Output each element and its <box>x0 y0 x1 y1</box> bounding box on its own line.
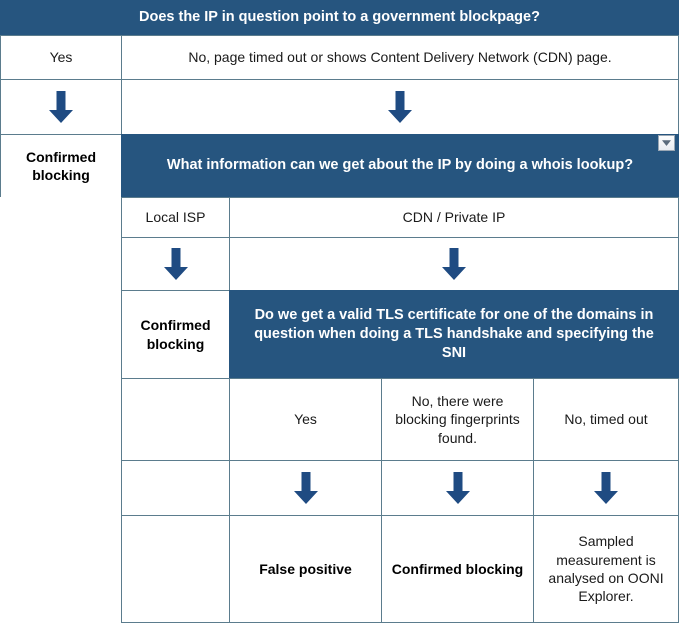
left-empty-column <box>0 197 122 623</box>
down-arrow-icon <box>163 248 188 280</box>
level1-answer-no: No, page timed out or shows Content Deli… <box>121 35 679 80</box>
arrow-cell-level3-timed-out <box>533 460 679 516</box>
level3-outcome-confirmed-blocking: Confirmed blocking <box>381 515 534 623</box>
arrow-cell-level2-cdn <box>229 237 679 291</box>
level3-spacer-cell <box>121 378 230 461</box>
level3-outcome-false-positive: False positive <box>229 515 382 623</box>
level3-arrow-spacer-cell <box>121 460 230 516</box>
arrow-cell-level2-local-isp <box>121 237 230 291</box>
level3-outcome-sampled-measurement: Sampled measurement is analysed on OONI … <box>533 515 679 623</box>
down-arrow-icon <box>293 472 318 504</box>
level3-answer-yes: Yes <box>229 378 382 461</box>
filter-dropdown-button[interactable] <box>658 135 675 151</box>
down-arrow-icon <box>594 472 618 504</box>
level2-answer-local-isp: Local ISP <box>121 197 230 238</box>
level3-question-banner: Do we get a valid TLS certificate for on… <box>229 290 679 379</box>
chevron-down-icon <box>662 140 671 146</box>
level1-question-banner: Does the IP in question point to a gover… <box>0 0 679 36</box>
level2-answer-cdn-private-ip: CDN / Private IP <box>229 197 679 238</box>
level1-outcome-confirmed-blocking: Confirmed blocking <box>0 134 122 198</box>
arrow-cell-level1-yes <box>0 79 122 135</box>
level1-answer-yes: Yes <box>0 35 122 80</box>
arrow-cell-level3-yes <box>229 460 382 516</box>
level3-answer-timed-out: No, timed out <box>533 378 679 461</box>
level3-outcome-spacer-cell <box>121 515 230 623</box>
down-arrow-icon <box>445 472 470 504</box>
level3-answer-fingerprints: No, there were blocking fingerprints fou… <box>381 378 534 461</box>
arrow-cell-level1-no <box>121 79 679 135</box>
level2-question-banner: What information can we get about the IP… <box>121 134 679 198</box>
down-arrow-icon <box>388 91 412 123</box>
arrow-cell-level3-fingerprints <box>381 460 534 516</box>
level2-outcome-confirmed-blocking: Confirmed blocking <box>121 290 230 379</box>
down-arrow-icon <box>442 248 466 280</box>
down-arrow-icon <box>49 91 73 123</box>
